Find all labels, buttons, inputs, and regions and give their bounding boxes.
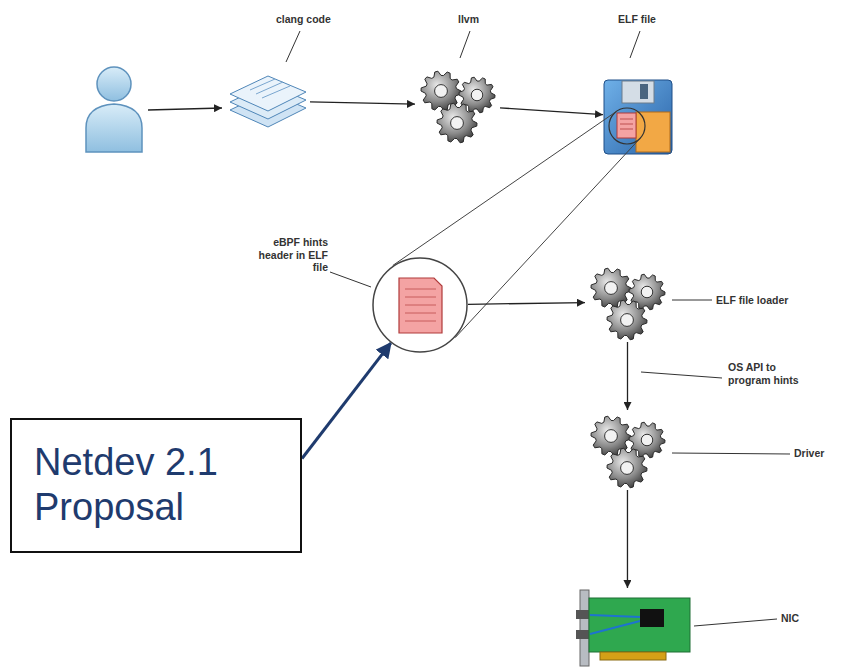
connector	[468, 303, 585, 305]
gear-hub	[435, 85, 448, 98]
gear-hub	[471, 89, 483, 101]
magnifier-circle	[372, 257, 468, 353]
callout-text: Netdev 2.1 Proposal	[34, 440, 278, 530]
user-icon	[86, 67, 142, 152]
document-line	[405, 289, 436, 290]
icon-node: ELF file loader	[585, 262, 670, 342]
connector	[310, 102, 415, 104]
connector	[500, 108, 603, 115]
gear	[607, 300, 647, 340]
flow-arrow	[627, 342, 628, 410]
lens-outline	[373, 258, 467, 352]
node-label: ELF file	[618, 13, 678, 26]
floppy-icon	[604, 80, 672, 154]
icon-node: NIC	[578, 588, 693, 666]
leader-lines	[286, 31, 790, 626]
gear-hub	[605, 430, 618, 443]
node-label: Driver	[794, 447, 838, 460]
connector	[627, 490, 628, 588]
node-label: llvm	[458, 13, 498, 26]
gear-hub	[605, 282, 618, 295]
input-arrow	[148, 108, 222, 110]
gear-hub	[641, 286, 653, 298]
node-label: NIC	[781, 612, 821, 625]
hints-document	[399, 278, 442, 333]
document-line	[405, 297, 436, 298]
icon-node: ELF file	[603, 78, 673, 156]
connector	[302, 343, 391, 458]
flow-arrow	[627, 490, 628, 588]
gear	[607, 448, 647, 488]
document-line	[405, 313, 436, 314]
nic-card	[576, 590, 690, 666]
icon-node: Driver	[585, 410, 670, 490]
connector	[393, 111, 640, 337]
icon-node: llvm	[415, 65, 500, 145]
edge-label: OS API to program hints	[726, 360, 812, 387]
document-line	[405, 305, 436, 306]
gear-hub	[621, 314, 634, 327]
flow-arrow	[468, 303, 585, 305]
callout-box: Netdev 2.1 Proposal	[10, 418, 302, 553]
icon-node: clang code	[225, 70, 310, 132]
documents-icon	[230, 76, 306, 127]
magnifier-line	[393, 111, 617, 265]
gear-hub	[641, 434, 653, 446]
node-label: clang code	[276, 13, 356, 26]
node-label: ELF file loader	[716, 294, 826, 307]
connector	[627, 342, 628, 410]
icon-node: eBPF hints header in ELF file	[372, 257, 468, 353]
callout-arrow	[302, 343, 391, 458]
flow-arrow	[310, 102, 415, 104]
gear-hub	[451, 117, 464, 130]
node-label: eBPF hints header in ELF file	[244, 236, 328, 274]
flow-arrow	[500, 108, 603, 115]
gear-hub	[621, 462, 634, 475]
magnifier-line	[455, 138, 640, 337]
gear	[437, 103, 477, 143]
document-line	[405, 321, 436, 322]
